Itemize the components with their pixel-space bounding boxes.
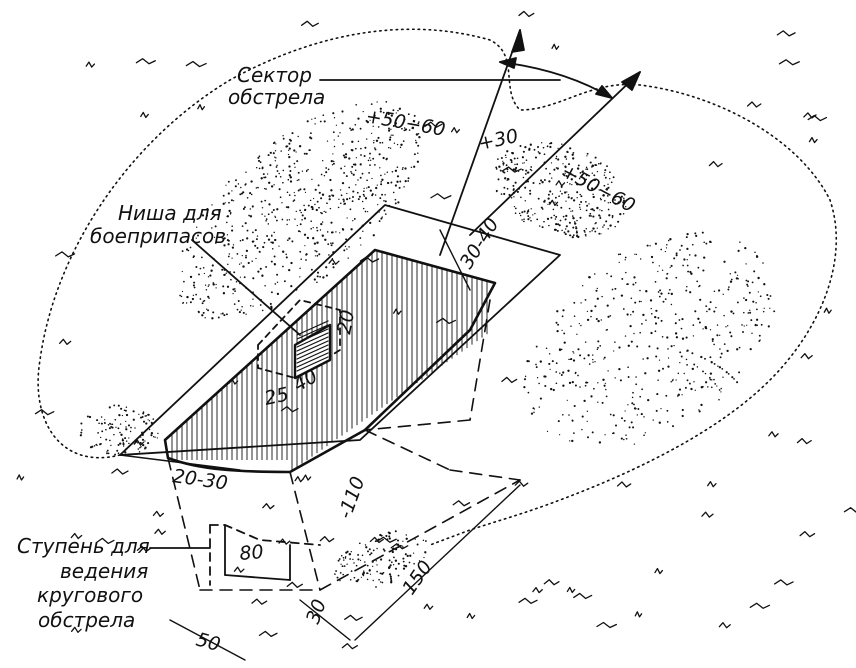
- trench-wall-hatch: [171, 250, 488, 471]
- sector-left-arrowhead: [511, 29, 525, 53]
- sector-arc-arrow-right: [595, 85, 613, 99]
- dim-length: 150: [398, 557, 437, 599]
- sector-label-line1: Сектор: [237, 63, 312, 87]
- step-label-line1: Ступень для: [17, 534, 150, 558]
- sector-label-line2: обстрела: [228, 85, 325, 109]
- trench-bottom-dashed: [167, 299, 521, 591]
- dim-parapet-left: +50÷60: [364, 105, 447, 141]
- dim-step-width: 50: [194, 629, 223, 657]
- trench: [119, 204, 561, 591]
- dimension-lines: [119, 229, 521, 661]
- niche-box: [257, 299, 341, 380]
- niche-label-line1: Ниша для: [118, 201, 222, 225]
- parapet-stipple: [79, 101, 776, 588]
- sector-arrows: [149, 29, 641, 549]
- sector-right-ray: [469, 71, 641, 236]
- step-label-line3: кругового: [37, 583, 143, 607]
- dim-berm: 30-40: [456, 214, 504, 272]
- step-box: [209, 524, 321, 586]
- parapet: [37, 28, 838, 588]
- dim-depth: -110: [334, 474, 369, 522]
- step-label-line4: обстрела: [38, 608, 135, 632]
- niche-label-leader: [191, 239, 301, 336]
- sector-left-ray: [439, 29, 521, 256]
- sector-arc-arrow-left: [499, 57, 517, 69]
- step-label-line2: ведения: [60, 559, 148, 583]
- dim-step-height: 80: [239, 541, 265, 565]
- trench-far-wall: [163, 248, 497, 474]
- niche-label-line2: боеприпасов: [90, 224, 226, 248]
- dim-niche-depth: 25: [262, 383, 290, 410]
- sector-right-arrowhead: [621, 71, 641, 91]
- dim-niche-height: 20: [333, 308, 359, 336]
- trench-rim: [119, 204, 561, 456]
- parapet-outline: [37, 28, 838, 546]
- ground-grass: [16, 10, 856, 650]
- dim-front: +30: [476, 125, 520, 155]
